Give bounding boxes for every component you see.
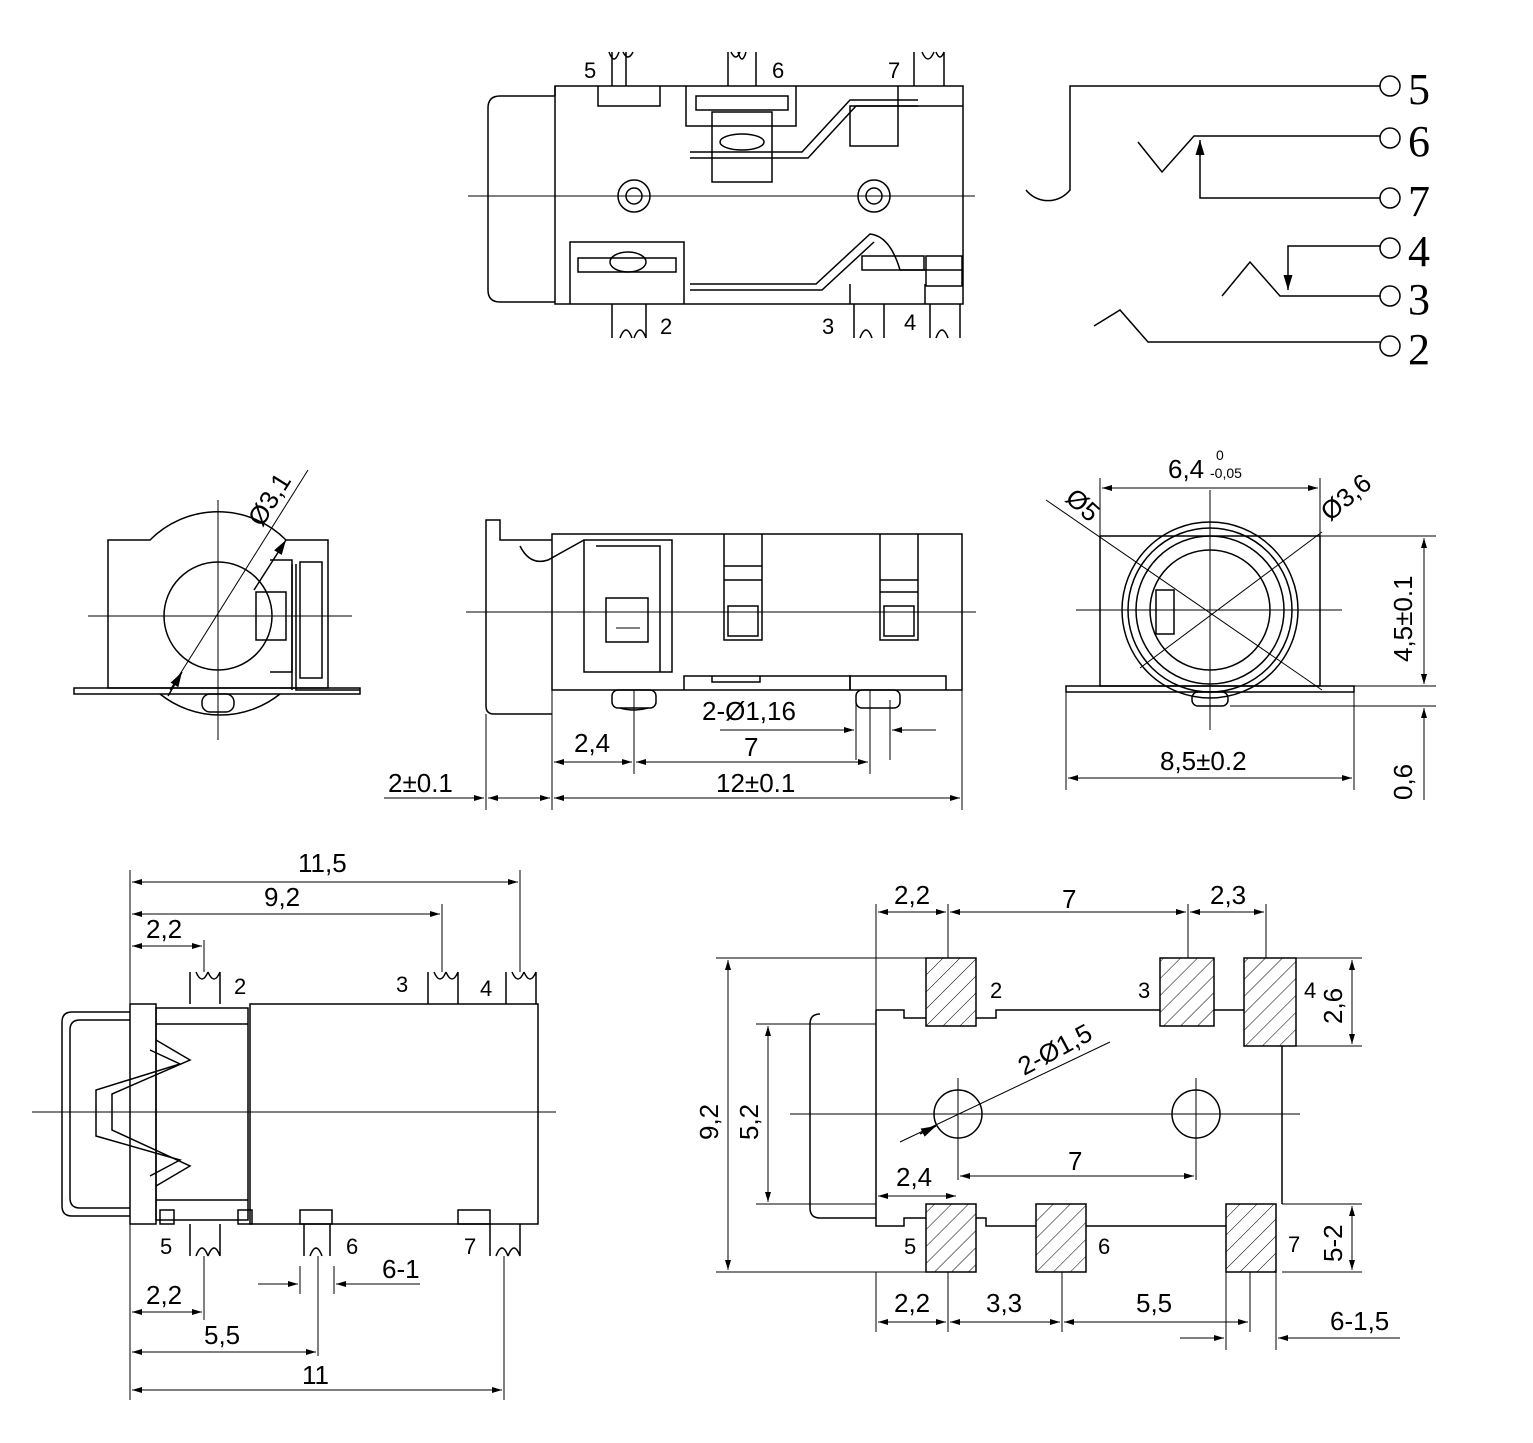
- pad-5: [925, 1203, 977, 1273]
- pcb-pin-3: 3: [1138, 978, 1150, 1003]
- pcb-dim-top-7: 7: [1062, 884, 1076, 914]
- pin-label-5: 5: [584, 58, 596, 83]
- bottom-pin-2: 2: [234, 974, 246, 999]
- top-view: 5 6 7 2 3 4: [468, 51, 975, 339]
- front-dim-12: 12±0.1: [716, 768, 795, 798]
- front-dim-7: 7: [744, 732, 758, 762]
- pcb-dim-bot-6-1-5: 6-1,5: [1330, 1306, 1389, 1336]
- bottom-view: 2 3 4 5 6 7 11,5 9,2 2,2 6-1 2,2 5,5 11: [32, 848, 556, 1400]
- pcb-dim-bot-5-5: 5,5: [1136, 1288, 1172, 1318]
- end-height-label: 4,5±0.1: [1388, 575, 1418, 662]
- front-dim-2: 2±0.1: [388, 768, 453, 798]
- front-hole-label: 2-Ø1,16: [702, 696, 796, 726]
- pin-label-6: 6: [772, 58, 784, 83]
- bottom-dim-11-5: 11,5: [298, 848, 347, 878]
- bottom-dim-2-2-bottom: 2,2: [146, 1280, 182, 1310]
- pcb-pin-7: 7: [1288, 1232, 1300, 1257]
- schematic-terminal-3: 3: [1408, 275, 1430, 324]
- pcb-dim-right-2-6: 2,6: [1318, 988, 1348, 1024]
- pad-3: [1159, 957, 1215, 1027]
- pcb-pin-4: 4: [1304, 978, 1316, 1003]
- end-d5-label: Ø5: [1060, 482, 1106, 528]
- front-view: 2-Ø1,16 2,4 7 12±0.1 2±0.1: [384, 519, 976, 810]
- schematic-terminal-2: 2: [1408, 325, 1430, 374]
- pad-7: [1225, 1203, 1277, 1273]
- pcb-layout: 2 3 4 5 6 7: [694, 880, 1400, 1350]
- end-base-label: 8,5±0.2: [1160, 746, 1247, 776]
- bottom-pin-4: 4: [480, 976, 492, 1001]
- end-width-label: 6,4: [1168, 454, 1204, 484]
- pad-4: [1243, 957, 1297, 1047]
- pcb-dim-mid-2-4: 2,4: [896, 1162, 932, 1192]
- schematic-terminal-6: 6: [1408, 117, 1430, 166]
- end-offset-label: 0,6: [1388, 764, 1418, 800]
- end-d36-label: Ø3,6: [1315, 467, 1377, 526]
- pcb-dim-top-2-3: 2,3: [1210, 880, 1246, 910]
- pcb-pin-5: 5: [904, 1234, 916, 1259]
- pin-label-4: 4: [904, 310, 916, 335]
- bottom-pin-7: 7: [464, 1234, 476, 1259]
- bottom-dim-11: 11: [302, 1360, 329, 1390]
- pcb-pin-2: 2: [990, 978, 1002, 1003]
- bottom-dim-2-2-top: 2,2: [146, 914, 182, 944]
- bottom-dim-9-2: 9,2: [264, 882, 300, 912]
- end-tol-lower: -0,05: [1210, 465, 1242, 481]
- schematic-terminal-5: 5: [1408, 65, 1430, 114]
- pcb-dim-left-9-2: 9,2: [694, 1104, 724, 1140]
- pin-label-2: 2: [660, 314, 672, 339]
- schematic: 5 6 7 4 3 2: [1025, 65, 1430, 374]
- bottom-pin-6: 6: [346, 1234, 358, 1259]
- pcb-dim-mid-7: 7: [1068, 1146, 1082, 1176]
- bottom-dim-5-5: 5,5: [204, 1320, 240, 1350]
- pcb-pin-6: 6: [1098, 1234, 1110, 1259]
- pin-label-3: 3: [822, 314, 834, 339]
- pad-2: [925, 957, 977, 1027]
- bottom-pin-5: 5: [160, 1234, 172, 1259]
- side-view: Ø3,1: [73, 467, 361, 740]
- end-view: 6,4 0 -0,05 Ø5 Ø3,6 4,5±0.1 0,6 8,5±0.2: [1045, 447, 1436, 800]
- pcb-dim-left-5-2: 5,2: [734, 1104, 764, 1140]
- end-tol-upper: 0: [1216, 447, 1224, 463]
- schematic-terminal-7: 7: [1408, 177, 1430, 226]
- bottom-pin-3: 3: [396, 972, 408, 997]
- pin-label-7: 7: [888, 58, 900, 83]
- side-diameter-label: Ø3,1: [242, 467, 297, 531]
- front-dim-2-4: 2,4: [574, 728, 610, 758]
- bottom-dim-6-1: 6-1: [382, 1254, 420, 1284]
- pcb-dim-top-2-2: 2,2: [894, 880, 930, 910]
- pcb-holes-label: 2-Ø1,5: [1013, 1017, 1097, 1081]
- pcb-dim-bot-3-3: 3,3: [986, 1288, 1022, 1318]
- pcb-dim-bot-2-2: 2,2: [894, 1288, 930, 1318]
- pcb-dim-right-5-2: 5-2: [1318, 1224, 1348, 1262]
- pad-6: [1035, 1203, 1087, 1273]
- schematic-terminal-4: 4: [1408, 227, 1430, 276]
